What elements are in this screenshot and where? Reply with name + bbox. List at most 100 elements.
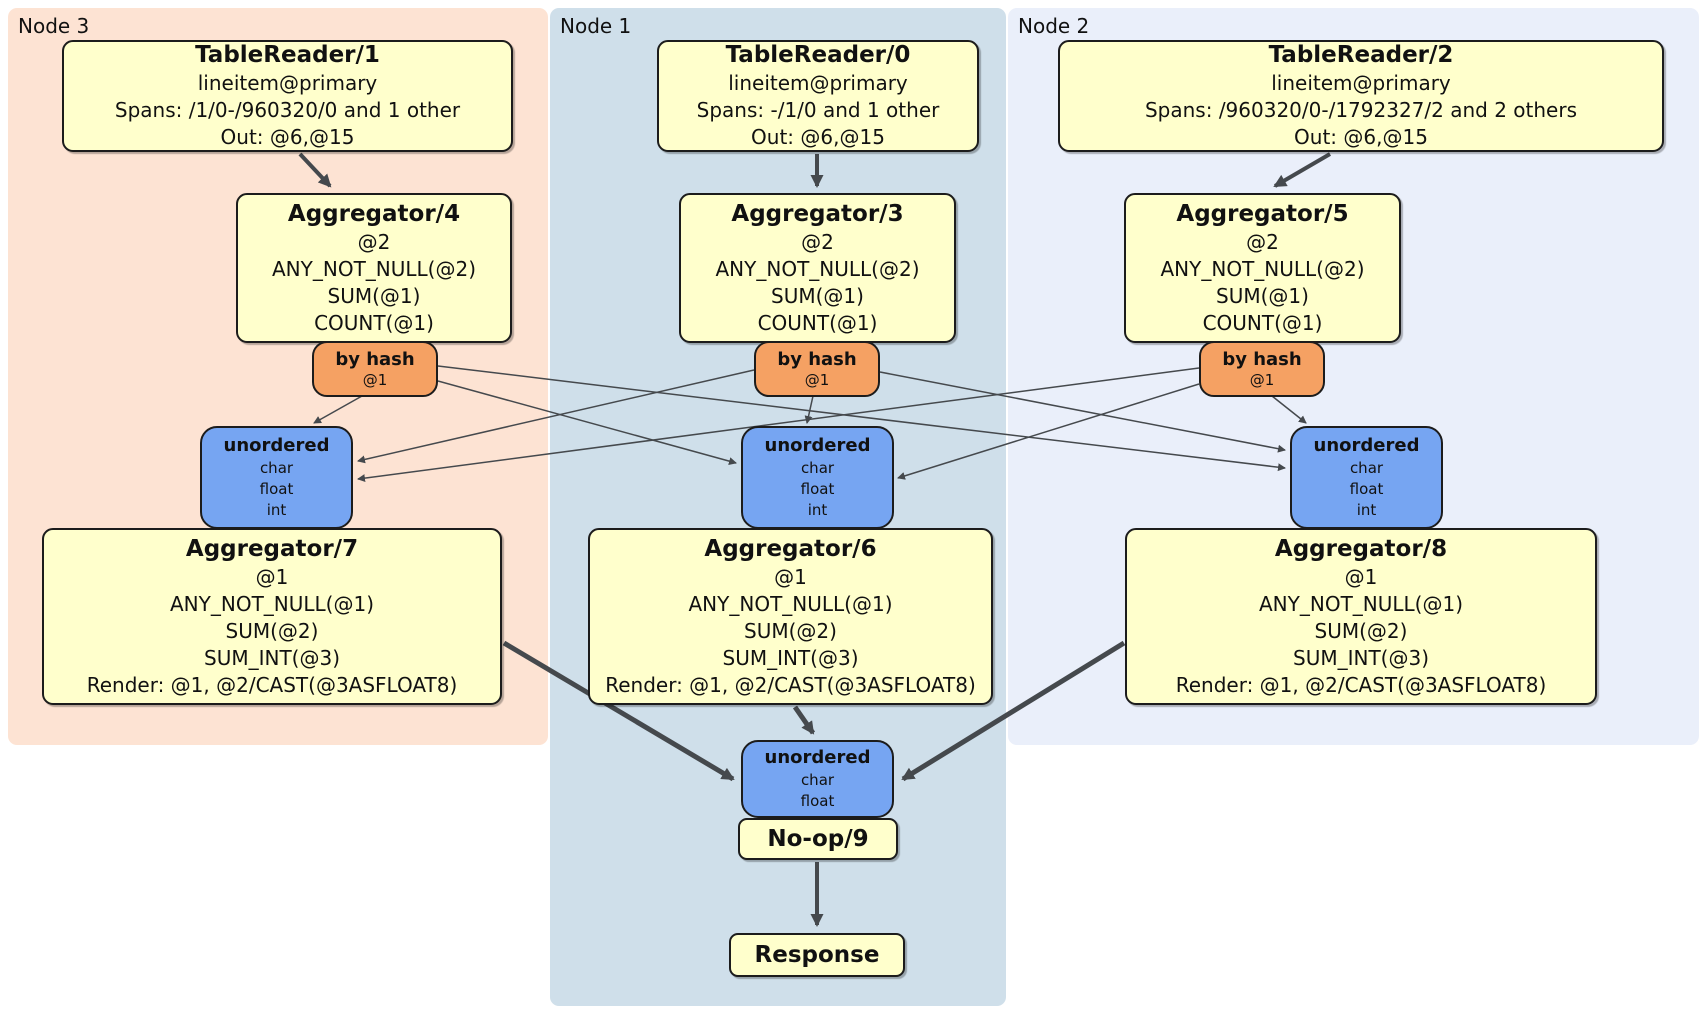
sync-unordered-node2: unordered char float int xyxy=(1290,426,1443,529)
processor-title: Aggregator/5 xyxy=(1176,200,1349,227)
processor-detail: SUM_INT(@3) xyxy=(722,645,859,670)
sync-label: unordered xyxy=(1313,435,1420,456)
router-label: by hash xyxy=(777,349,857,370)
sync-label: unordered xyxy=(223,435,330,456)
edge-agg8-ufinal xyxy=(901,640,1126,782)
edge-r2-u1 xyxy=(897,383,1200,480)
processor-tablereader-2: TableReader/2 lineitem@primary Spans: /9… xyxy=(1058,40,1664,152)
router-label: by hash xyxy=(335,349,415,370)
processor-detail: ANY_NOT_NULL(@2) xyxy=(715,256,920,281)
processor-detail: ANY_NOT_NULL(@2) xyxy=(1160,256,1365,281)
router-by-hash-node3: by hash @1 xyxy=(312,341,438,397)
panel-node2-label: Node 2 xyxy=(1018,14,1090,38)
processor-detail: lineitem@primary xyxy=(728,71,908,95)
edge-r3-u3 xyxy=(313,395,363,424)
edge-agg6-ufinal xyxy=(792,705,816,735)
processor-title: TableReader/0 xyxy=(725,42,911,68)
sync-label: unordered xyxy=(764,435,871,456)
processor-detail: Render: @1, @2/CAST(@3ASFLOAT8) xyxy=(1175,672,1547,697)
processor-detail: SUM(@1) xyxy=(327,283,421,308)
processor-detail: Spans: -/1/0 and 1 other xyxy=(696,98,940,122)
sync-detail: float xyxy=(800,792,835,810)
processor-detail: Out: @6,@15 xyxy=(1294,125,1428,149)
router-detail: @1 xyxy=(1249,371,1275,389)
processor-tablereader-0: TableReader/0 lineitem@primary Spans: -/… xyxy=(657,40,979,152)
processor-detail: SUM(@1) xyxy=(1216,283,1309,308)
processor-detail: @2 xyxy=(1246,229,1279,254)
sync-unordered-final: unordered char float xyxy=(741,740,894,818)
processor-aggregator-4: Aggregator/4 @2 ANY_NOT_NULL(@2) SUM(@1)… xyxy=(236,193,512,343)
processor-aggregator-7: Aggregator/7 @1 ANY_NOT_NULL(@1) SUM(@2)… xyxy=(42,528,502,705)
sync-detail: float xyxy=(1349,480,1384,498)
processor-detail: Spans: /1/0-/960320/0 and 1 other xyxy=(114,98,461,122)
edge-r2-u2 xyxy=(1271,395,1307,424)
processor-title: Aggregator/3 xyxy=(731,200,904,227)
processor-detail: Render: @1, @2/CAST(@3ASFLOAT8) xyxy=(86,672,458,697)
processor-detail: @2 xyxy=(357,229,391,254)
sync-detail: int xyxy=(1356,501,1377,519)
processor-aggregator-6: Aggregator/6 @1 ANY_NOT_NULL(@1) SUM(@2)… xyxy=(588,528,993,705)
processor-detail: SUM(@2) xyxy=(744,618,837,643)
processor-title: Aggregator/7 xyxy=(185,535,359,562)
edge-r1-u1 xyxy=(804,395,814,424)
edge-r1-u2 xyxy=(879,371,1286,453)
processor-detail: lineitem@primary xyxy=(1271,71,1451,95)
processor-detail: SUM_INT(@3) xyxy=(204,645,340,670)
processor-aggregator-3: Aggregator/3 @2 ANY_NOT_NULL(@2) SUM(@1)… xyxy=(679,193,956,343)
processor-detail: @1 xyxy=(1344,564,1378,589)
router-label: by hash xyxy=(1222,349,1302,370)
processor-detail: SUM(@1) xyxy=(771,283,864,308)
router-detail: @1 xyxy=(362,371,388,389)
sync-detail: int xyxy=(266,501,287,519)
processor-detail: COUNT(@1) xyxy=(1202,310,1323,335)
processor-detail: Out: @6,@15 xyxy=(220,125,355,149)
processor-detail: @2 xyxy=(801,229,834,254)
edge-r1-u3 xyxy=(357,369,755,464)
processor-title: Aggregator/6 xyxy=(704,535,877,562)
processor-detail: ANY_NOT_NULL(@1) xyxy=(688,591,893,616)
processor-title: Aggregator/8 xyxy=(1274,535,1448,562)
sync-label: unordered xyxy=(764,747,871,768)
panel-node3-label: Node 3 xyxy=(18,14,90,38)
sync-unordered-node3: unordered char float int xyxy=(200,426,353,529)
processor-detail: ANY_NOT_NULL(@1) xyxy=(1259,591,1463,616)
processor-response: Response xyxy=(729,933,905,977)
edge-agg7-ufinal xyxy=(502,640,735,782)
edge-tr1-agg4 xyxy=(298,152,332,188)
edge-tr2-agg5 xyxy=(1273,152,1332,188)
processor-aggregator-8: Aggregator/8 @1 ANY_NOT_NULL(@1) SUM(@2)… xyxy=(1125,528,1597,705)
router-by-hash-node2: by hash @1 xyxy=(1199,341,1325,397)
sync-detail: char xyxy=(259,459,294,477)
router-by-hash-node1: by hash @1 xyxy=(754,341,880,397)
edge-r2-u3 xyxy=(357,367,1200,483)
processor-detail: ANY_NOT_NULL(@1) xyxy=(170,591,374,616)
processor-detail: SUM_INT(@3) xyxy=(1293,645,1429,670)
edge-r3-u2 xyxy=(437,365,1286,472)
processor-detail: SUM(@2) xyxy=(225,618,319,643)
sync-detail: int xyxy=(807,501,828,519)
processor-aggregator-5: Aggregator/5 @2 ANY_NOT_NULL(@2) SUM(@1)… xyxy=(1124,193,1401,343)
processor-detail: SUM(@2) xyxy=(1314,618,1408,643)
processor-detail: COUNT(@1) xyxy=(314,310,434,335)
processor-detail: @1 xyxy=(255,564,289,589)
processor-title: TableReader/1 xyxy=(195,42,380,68)
sync-unordered-node1: unordered char float int xyxy=(741,426,894,529)
router-detail: @1 xyxy=(804,371,830,389)
processor-detail: Render: @1, @2/CAST(@3ASFLOAT8) xyxy=(605,672,976,697)
processor-title: Aggregator/4 xyxy=(287,200,461,227)
processor-tablereader-1: TableReader/1 lineitem@primary Spans: /1… xyxy=(62,40,513,152)
processor-detail: COUNT(@1) xyxy=(757,310,878,335)
sync-detail: char xyxy=(1349,459,1384,477)
sync-detail: char xyxy=(800,459,835,477)
panel-node1-label: Node 1 xyxy=(560,14,632,38)
edge-r3-u1 xyxy=(437,380,737,465)
processor-detail: ANY_NOT_NULL(@2) xyxy=(272,256,476,281)
processor-title: No-op/9 xyxy=(767,825,869,852)
processor-detail: @1 xyxy=(774,564,807,589)
sync-detail: float xyxy=(800,480,835,498)
processor-title: Response xyxy=(754,941,880,968)
processor-title: TableReader/2 xyxy=(1268,42,1454,68)
processor-detail: Out: @6,@15 xyxy=(751,125,885,149)
